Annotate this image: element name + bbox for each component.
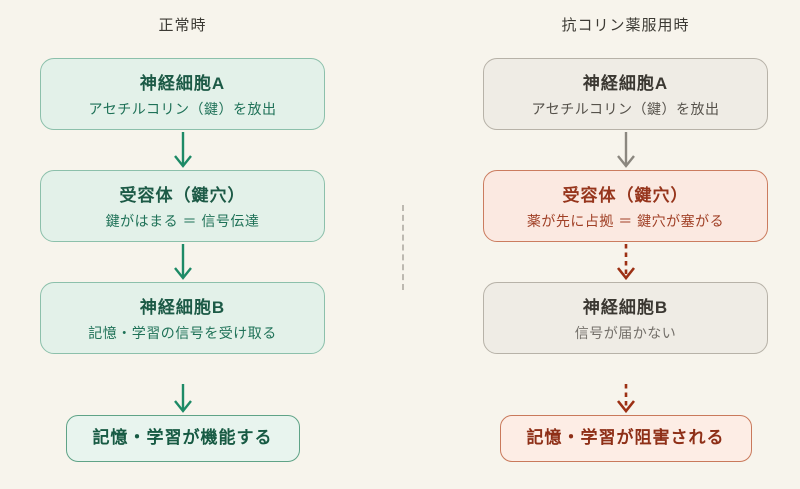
- column-normal-title: 正常時: [158, 17, 207, 34]
- column-anticholinergic-title: 抗コリン薬服用時: [561, 17, 690, 34]
- flow-box-receptor-blocked: 受容体（鍵穴） 薬が先に占拠 ＝ 鍵穴が塞がる: [483, 170, 768, 242]
- box-subtitle: 信号が届かない: [574, 325, 677, 341]
- box-title: 神経細胞A: [139, 74, 226, 93]
- flow-box-neuron-b-drug: 神経細胞B 信号が届かない: [483, 282, 768, 354]
- box-title: 受容体（鍵穴）: [119, 186, 246, 205]
- box-title: 神経細胞B: [582, 298, 669, 317]
- box-title: 受容体（鍵穴）: [562, 186, 689, 205]
- box-subtitle: アセチルコリン（鍵）を放出: [88, 101, 277, 117]
- box-subtitle: 鍵がはまる ＝ 信号伝達: [105, 213, 260, 229]
- box-subtitle: 記憶・学習の信号を受け取る: [88, 325, 277, 341]
- down-arrow-icon: [173, 244, 192, 280]
- column-normal: 正常時 神経細胞A アセチルコリン（鍵）を放出 受容体（鍵穴） 鍵がはまる ＝ …: [40, 13, 325, 462]
- result-box-normal: 記憶・学習が機能する: [65, 415, 300, 462]
- flow-box-neuron-b-normal: 神経細胞B 記憶・学習の信号を受け取る: [40, 282, 325, 354]
- down-arrow-icon: [616, 132, 635, 168]
- dashed-down-arrow-icon: [616, 384, 635, 414]
- dashed-down-arrow-icon: [616, 244, 635, 281]
- down-arrow-icon: [173, 384, 192, 413]
- box-title: 神経細胞A: [582, 74, 669, 93]
- down-arrow-icon: [173, 132, 192, 168]
- flow-box-receptor-normal: 受容体（鍵穴） 鍵がはまる ＝ 信号伝達: [40, 170, 325, 242]
- flow-box-neuron-a-normal: 神経細胞A アセチルコリン（鍵）を放出: [40, 58, 325, 130]
- box-subtitle: 薬が先に占拠 ＝ 鍵穴が塞がる: [526, 213, 725, 229]
- column-divider: [402, 205, 404, 290]
- result-box-impaired: 記憶・学習が阻害される: [499, 415, 752, 462]
- column-anticholinergic: 抗コリン薬服用時 神経細胞A アセチルコリン（鍵）を放出 受容体（鍵穴） 薬が先…: [483, 13, 768, 462]
- box-subtitle: アセチルコリン（鍵）を放出: [531, 101, 720, 117]
- flow-box-neuron-a-drug: 神経細胞A アセチルコリン（鍵）を放出: [483, 58, 768, 130]
- box-title: 神経細胞B: [139, 298, 226, 317]
